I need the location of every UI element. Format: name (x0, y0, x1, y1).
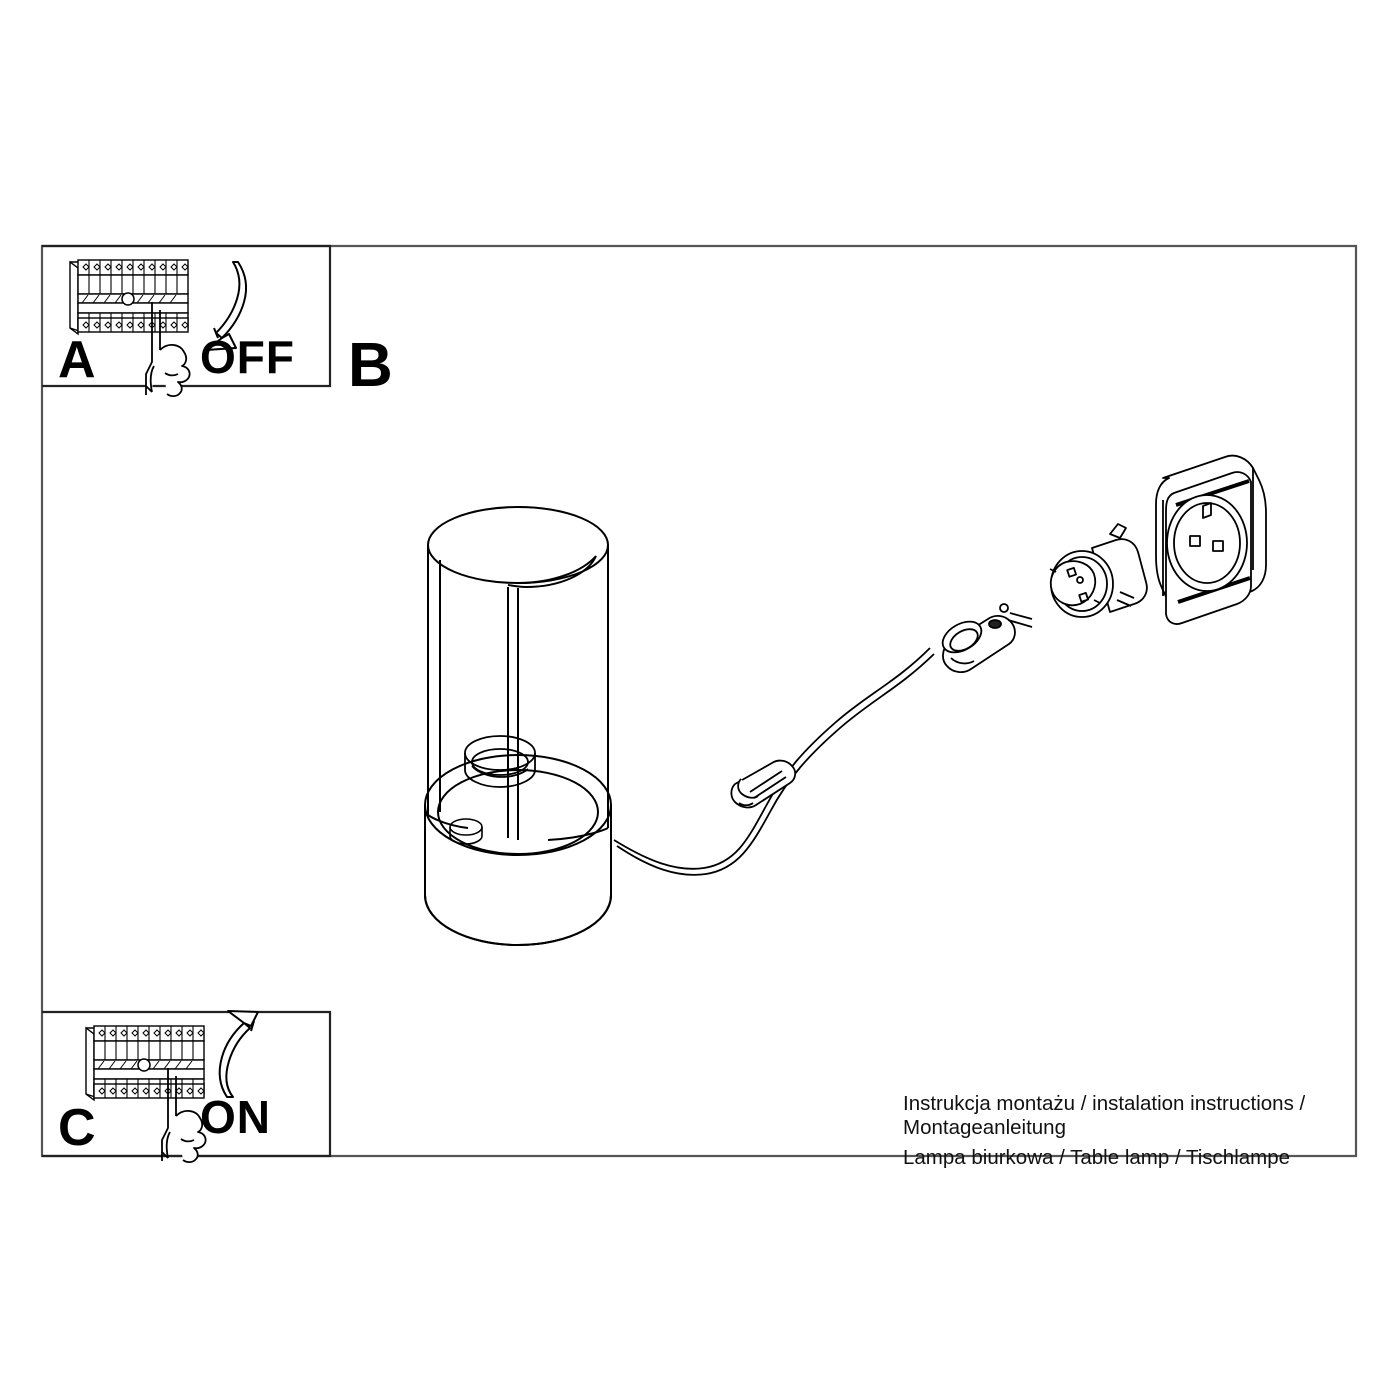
step-letter-c: C (58, 1099, 96, 1157)
panel-a-frame (42, 244, 332, 388)
sheet-border (40, 244, 1358, 1158)
wall-socket-icon (1155, 454, 1267, 625)
state-label-on: ON (200, 1091, 271, 1143)
circuit-breaker-panel-icon (85, 1025, 205, 1102)
step-letter-b: B (348, 331, 393, 400)
pointing-hand-icon (145, 302, 191, 398)
power-cord (613, 647, 935, 876)
caption-line-1: Instrukcja montażu / instalation instruc… (903, 1092, 1306, 1139)
pointing-hand-icon (161, 1068, 207, 1164)
table-lamp-icon (424, 506, 612, 946)
lamp-base (424, 754, 612, 946)
curved-arrow-up-icon (218, 1010, 259, 1098)
circuit-breaker-panel-icon (69, 259, 189, 336)
state-label-off: OFF (200, 331, 295, 383)
base-mount (449, 818, 483, 845)
panel-c-illustration (85, 1010, 259, 1164)
plug-icon (1049, 523, 1148, 618)
caption-block: Instrukcja montażu / instalation instruc… (903, 1092, 1400, 1170)
inline-switch-icon (730, 759, 797, 809)
curved-arrow-down-icon (205, 261, 247, 351)
lamp-shade (427, 506, 609, 841)
bulb-socket (464, 735, 536, 788)
caption-line-2: Lampa biurkowa / Table lamp / Tischlampe (903, 1146, 1291, 1169)
panel-a-illustration (69, 259, 247, 398)
step-letter-a: A (58, 331, 96, 389)
mains-plug-cord-end-icon (941, 603, 1033, 673)
